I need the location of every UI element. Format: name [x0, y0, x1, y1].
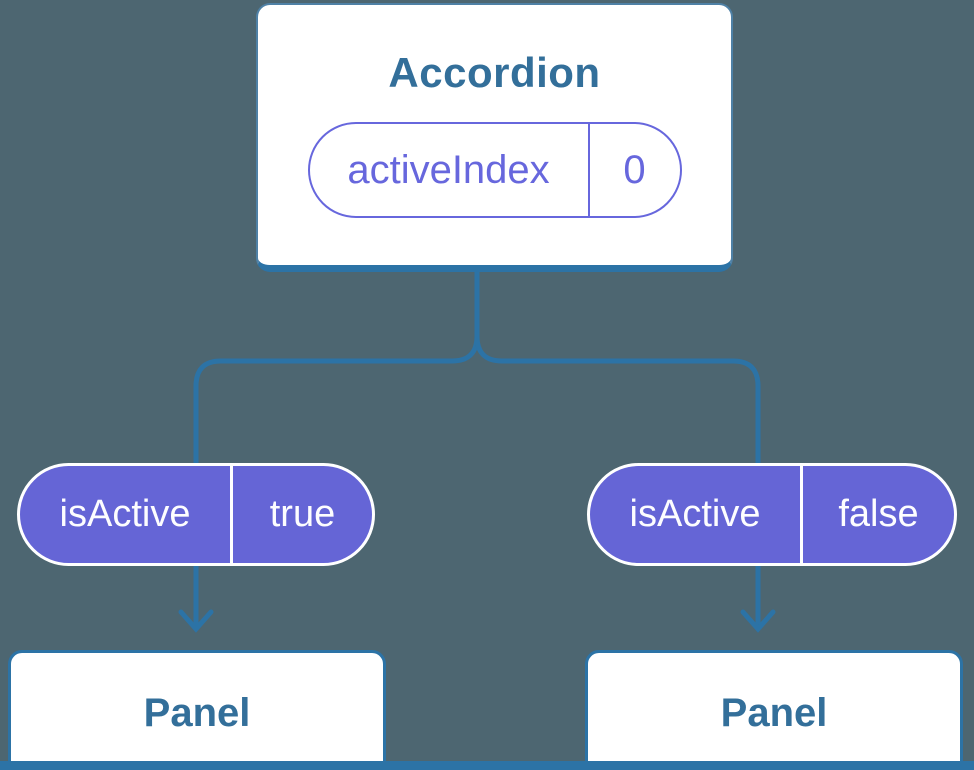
state-name-label: activeIndex — [347, 147, 550, 192]
bottom-edge-bar — [0, 761, 974, 770]
panel-card-right: Panel — [585, 650, 963, 770]
panel-title: Panel — [720, 691, 828, 735]
accordion-component-card: Accordion activeIndex 0 — [256, 3, 733, 272]
prop-name-label: isActive — [59, 493, 191, 535]
pill-divider — [587, 124, 590, 216]
component-title: Accordion — [388, 49, 601, 96]
panel-title: Panel — [143, 691, 251, 735]
state-value-label: 0 — [623, 147, 646, 192]
pill-divider — [800, 466, 803, 563]
prop-pill-isactive-true: isActive true — [17, 463, 375, 566]
pill-divider — [230, 466, 233, 563]
prop-value-label: true — [269, 493, 336, 535]
state-pill-activeindex: activeIndex 0 — [307, 122, 682, 218]
connector-right-branch — [474, 335, 761, 628]
arrowhead-left-icon — [178, 609, 214, 633]
prop-name-label: isActive — [629, 493, 761, 535]
prop-pill-isactive-false: isActive false — [587, 463, 957, 566]
prop-value-label: false — [838, 493, 919, 535]
connector-left-branch — [193, 266, 480, 628]
arrowhead-right-icon — [740, 609, 776, 633]
panel-card-left: Panel — [8, 650, 386, 770]
